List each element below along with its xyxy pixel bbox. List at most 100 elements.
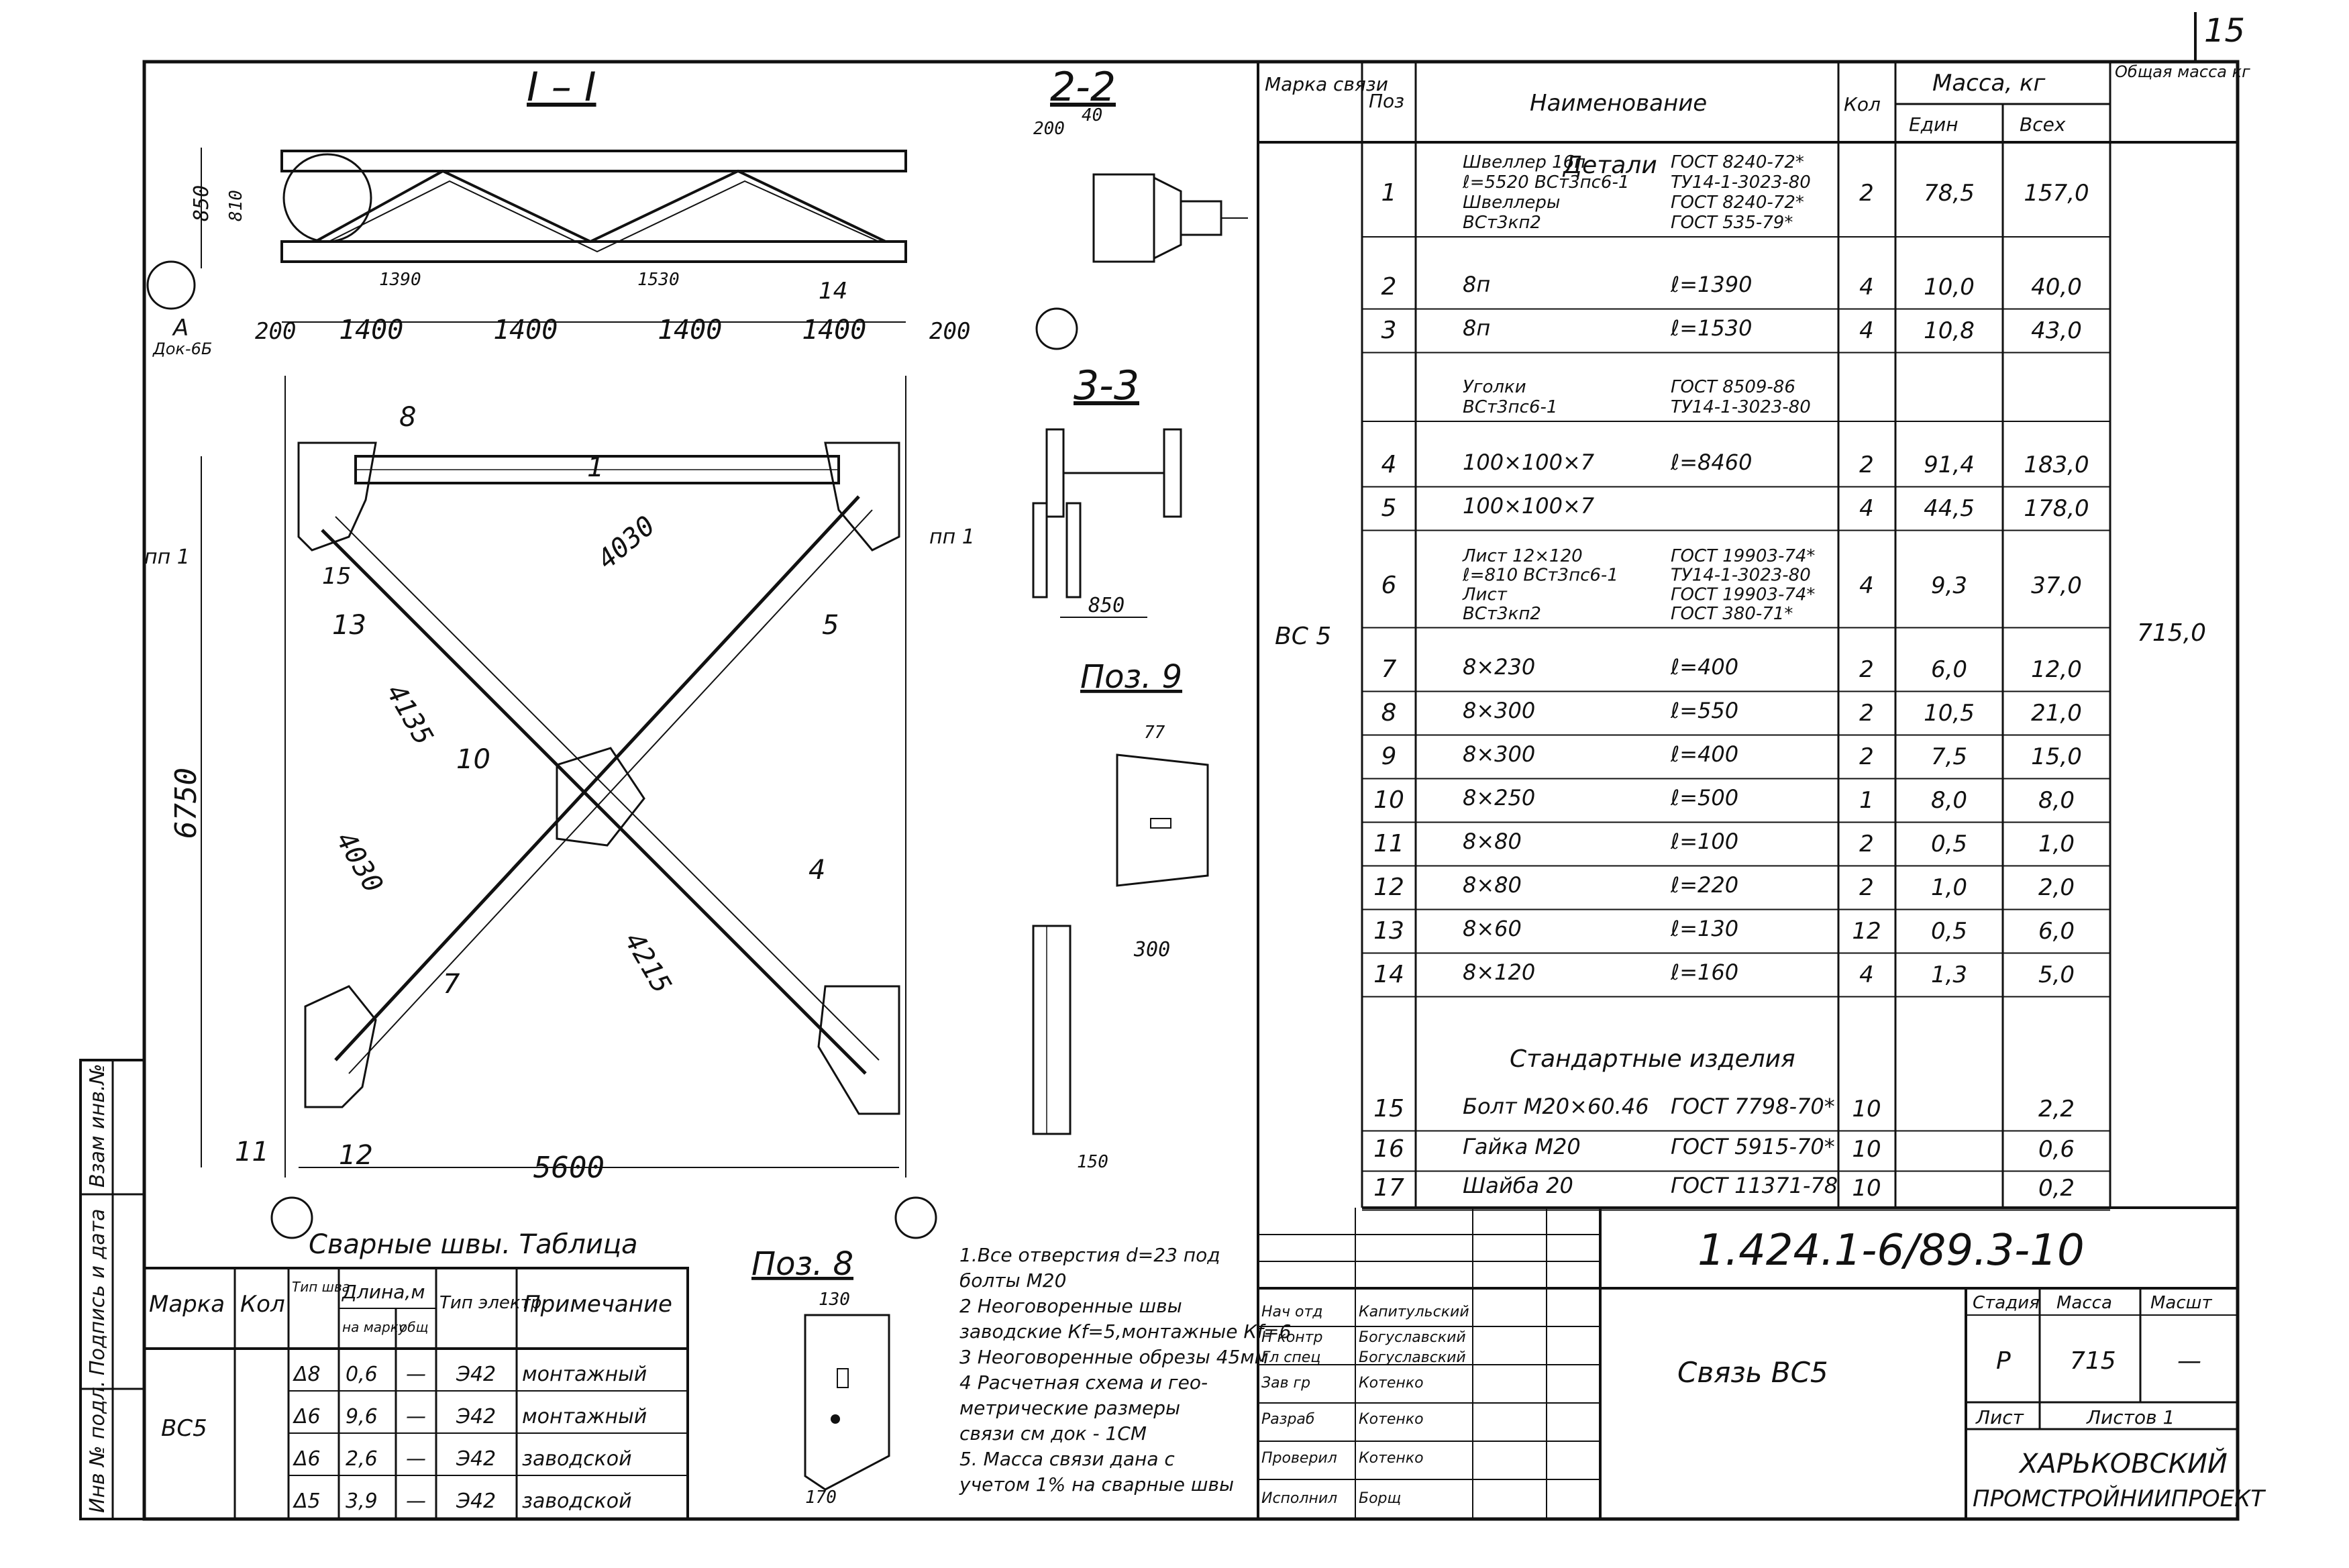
role-6: Проверил <box>1261 1450 1337 1467</box>
spec-row-name: Уголки <box>1463 377 1526 397</box>
spec-row-pos: 16 <box>1373 1135 1404 1163</box>
spec-row-std: ℓ=1390 <box>1670 272 1752 297</box>
pos-label-14: 14 <box>819 278 847 305</box>
title-mass-h: Масса <box>2056 1293 2112 1313</box>
weld-r3-el: Э42 <box>456 1447 496 1471</box>
weld-r3-total: — <box>406 1447 426 1471</box>
dim-850: 850 <box>190 185 213 221</box>
pos-label-5: 5 <box>822 610 839 641</box>
title-org-2: ПРОМСТРОЙНИИПРОЕКТ <box>1973 1485 2266 1512</box>
spec-row-std: ТУ14-1-3023-80 <box>1671 397 1811 417</box>
spec-row-std: ГОСТ 380-71* <box>1671 604 1793 624</box>
spec-row-unit-mass: 0,5 <box>1931 831 1967 857</box>
spec-row-name: 8×80 <box>1463 829 1522 854</box>
spec-row-qty: 10 <box>1852 1096 1881 1122</box>
spec-row-name: 8×300 <box>1463 698 1535 723</box>
bolt-hole <box>831 1414 840 1424</box>
spec-row-total-mass: 157,0 <box>2024 180 2089 207</box>
role-4: Зав гр <box>1261 1375 1310 1392</box>
spec-row-unit-mass: 9,3 <box>1931 572 1967 599</box>
cut-label-pp1-left: пп 1 <box>144 545 190 569</box>
sheet-number: 15 <box>2204 12 2245 50</box>
role-7: Исполнил <box>1261 1490 1337 1507</box>
spec-row-name: Лист 12×120 <box>1462 546 1583 566</box>
spec-row-pos: 8 <box>1381 699 1397 727</box>
weld-h-sub-mark: на марку <box>342 1319 407 1335</box>
pos8-dim-130: 130 <box>819 1290 850 1310</box>
spec-row-unit-mass: 1,3 <box>1931 961 1967 988</box>
spec-row-pos: 10 <box>1373 786 1404 814</box>
pos-label-4: 4 <box>808 855 825 886</box>
spec-row-total-mass: 2,2 <box>2038 1096 2075 1122</box>
weld-r1-note: монтажный <box>522 1363 647 1386</box>
spec-row-name: ℓ=810 ВСт3пс6-1 <box>1462 566 1618 586</box>
role-3-name: Богуславский <box>1359 1349 1466 1366</box>
pos-8-view: Поз. 8 130 170 <box>751 1245 890 1508</box>
role-2: Н контр <box>1261 1329 1322 1346</box>
dim-top-200a: 200 <box>255 318 296 345</box>
role-2-name: Богуславский <box>1359 1329 1466 1346</box>
title-stage-h: Стадия <box>1973 1293 2040 1313</box>
note-line-8: связи см док - 1СМ <box>959 1422 1147 1445</box>
note-line-5: 3 Неоговоренные обрезы 45мм <box>959 1346 1269 1368</box>
role-3: Гл спец <box>1261 1349 1320 1366</box>
spec-row-name: 8п <box>1463 272 1490 297</box>
pos-label-10: 10 <box>456 744 490 775</box>
dim-top-1400d: 1400 <box>802 315 866 346</box>
s22-dim-200: 200 <box>1033 119 1065 139</box>
spec-row-name: Шайба 20 <box>1463 1173 1573 1198</box>
spec-row-pos: 15 <box>1373 1095 1404 1122</box>
title-name: Связь ВС5 <box>1677 1356 1828 1389</box>
title-scale: — <box>2177 1347 2201 1375</box>
spec-row-name: 8×120 <box>1463 959 1535 985</box>
weld-h-electrode: Тип электр <box>439 1293 541 1313</box>
spec-h-mass: Масса, кг <box>1932 70 2046 97</box>
spec-row-pos: 11 <box>1373 830 1404 857</box>
spec-row-unit-mass: 44,5 <box>1924 495 1975 522</box>
s22-dim-40-90: 40 <box>1082 105 1102 125</box>
spec-row-pos: 9 <box>1381 743 1397 770</box>
spec-row-std: ГОСТ 11371-78 <box>1671 1173 1838 1198</box>
spec-row-qty: 4 <box>1859 495 1874 522</box>
spec-row-qty: 4 <box>1859 961 1874 988</box>
weld-r4-el: Э42 <box>456 1489 496 1513</box>
spec-row-std: ГОСТ 8240-72* <box>1671 193 1804 213</box>
title-sheets-h: Листов 1 <box>2086 1406 2175 1428</box>
spec-h-name: Наименование <box>1530 90 1707 117</box>
notes-block: 1.Все отверстия d=23 под болты М20 2 Нео… <box>959 1244 1291 1496</box>
spec-row-pos: 17 <box>1373 1174 1404 1202</box>
spec-row-name: 8×250 <box>1463 785 1535 811</box>
spec-row-std: ℓ=160 <box>1670 959 1738 985</box>
weld-r1-len: 0,6 <box>346 1363 378 1386</box>
spec-row-name: 100×100×7 <box>1463 493 1595 519</box>
weld-r3-len: 2,6 <box>346 1447 378 1471</box>
spec-row-pos: 6 <box>1381 572 1397 599</box>
spec-row-pos: 13 <box>1373 917 1404 945</box>
weld-r2-note: монтажный <box>522 1405 647 1428</box>
spec-row-total-mass: 6,0 <box>2038 918 2075 945</box>
spec-row-pos: 2 <box>1381 273 1397 301</box>
section-3-3-view: 3-3 850 <box>1032 362 1182 618</box>
spec-row-qty: 4 <box>1859 317 1874 344</box>
spec-h-unit: Един <box>1909 113 1959 136</box>
spec-row-total-mass: 183,0 <box>2024 452 2089 478</box>
spec-row-name: ВСт3пс6-1 <box>1463 397 1557 417</box>
spec-row-total-mass: 0,6 <box>2038 1136 2075 1163</box>
spec-row-name: ВСт3кп2 <box>1463 213 1541 233</box>
dim-bottom: 5600 <box>533 1151 605 1185</box>
spec-row-name: Гайка М20 <box>1463 1134 1581 1159</box>
weld-r4-note: заводской <box>522 1489 632 1513</box>
spec-row-total-mass: 5,0 <box>2038 961 2075 988</box>
spec-row-std: ℓ=130 <box>1670 916 1738 941</box>
spec-row-total-mass: 21,0 <box>2031 700 2082 727</box>
spec-row-std: ТУ14-1-3023-80 <box>1671 566 1811 586</box>
spec-row-std: ℓ=400 <box>1670 654 1738 680</box>
spec-row-unit-mass: 7,5 <box>1931 743 1967 770</box>
note-line-9: 5. Масса связи дана с <box>959 1448 1175 1470</box>
weld-r4-total: — <box>406 1489 426 1513</box>
spec-total-mass: 715,0 <box>2137 619 2206 647</box>
spec-row-total-mass: 2,0 <box>2038 874 2075 901</box>
role-5-name: Котенко <box>1359 1411 1424 1428</box>
spec-row-std: ℓ=500 <box>1670 785 1738 811</box>
spec-row-qty: 2 <box>1859 743 1874 770</box>
